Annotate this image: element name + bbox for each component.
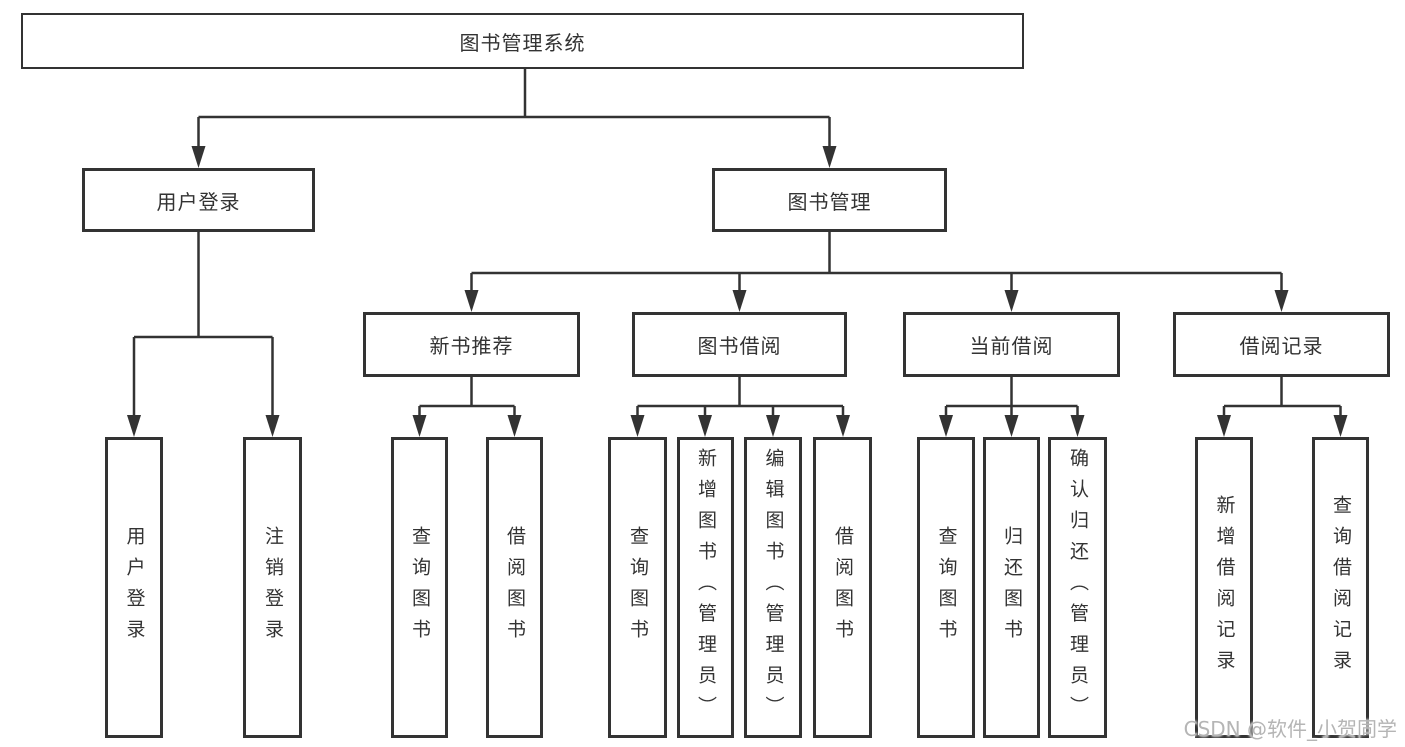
leaf-edit-books-admin: 编辑图书（管理员） [744,437,802,738]
arrowhead [265,415,280,437]
leaf-query-books-recommend: 查询图书 [391,437,448,738]
arrowhead [698,415,712,437]
arrowhead [836,415,850,437]
leaf-label: 确认归还（管理员） [1067,448,1089,727]
arrowhead [732,290,747,312]
arrowhead [1333,415,1348,437]
arrowhead [822,146,837,168]
leaf-label: 查询图书 [409,525,431,650]
node-label: 用户登录 [156,189,241,214]
node-label: 图书管理系统 [459,30,586,55]
arrowhead [127,415,141,437]
leaf-label: 查询图书 [935,525,958,650]
arrowhead [1274,290,1289,312]
arrowhead [191,146,206,168]
arrowhead [464,290,479,312]
edge-lines [132,69,1342,419]
csdn-watermark: CSDN @软件_小贺同学 [1183,717,1397,741]
node-new-book-recommend: 新书推荐 [363,312,580,377]
leaf-label: 编辑图书（管理员） [762,448,785,727]
leaf-borrow-books-recommend: 借阅图书 [486,437,543,738]
leaf-label: 查询图书 [627,525,649,650]
arrowhead [1004,290,1019,312]
arrowhead [1070,415,1085,437]
leaf-return-books: 归还图书 [983,437,1040,738]
node-library-system: 图书管理系统 [21,13,1024,69]
leaf-label: 注销登录 [262,525,284,650]
arrowhead [1004,415,1019,437]
node-label: 借阅记录 [1239,334,1324,358]
node-label: 当前借阅 [969,334,1054,358]
node-label: 图书借阅 [697,334,782,358]
leaf-label: 归还图书 [1001,525,1023,650]
leaf-label: 借阅图书 [504,525,526,650]
leaf-label: 用户登录 [123,525,146,650]
arrowhead [412,415,427,437]
node-label: 图书管理 [787,189,872,214]
leaf-confirm-return-admin: 确认归还（管理员） [1048,437,1107,738]
node-current-borrowing: 当前借阅 [903,312,1120,377]
node-book-borrowing: 图书借阅 [632,312,847,377]
arrowhead [939,415,953,437]
leaf-label: 新增图书（管理员） [695,448,717,727]
arrowhead [507,415,522,437]
leaf-query-books-borrowing: 查询图书 [608,437,667,738]
leaf-query-borrow-record: 查询借阅记录 [1312,437,1369,738]
arrowhead [766,415,780,437]
leaf-label: 借阅图书 [832,525,854,650]
leaf-add-borrow-record: 新增借阅记录 [1195,437,1253,738]
leaf-label: 新增借阅记录 [1213,494,1236,681]
node-label: 新书推荐 [429,334,514,358]
node-borrowing-records: 借阅记录 [1173,312,1390,377]
node-book-management: 图书管理 [712,168,947,232]
arrowhead [630,415,645,437]
leaf-query-books-current: 查询图书 [917,437,975,738]
leaf-borrow-books-borrowing: 借阅图书 [813,437,872,738]
leaf-label: 查询借阅记录 [1330,494,1352,681]
leaf-add-books-admin: 新增图书（管理员） [677,437,734,738]
leaf-logout: 注销登录 [243,437,302,738]
leaf-user-login: 用户登录 [105,437,163,738]
arrowhead [1217,415,1231,437]
node-user-login: 用户登录 [82,168,315,232]
